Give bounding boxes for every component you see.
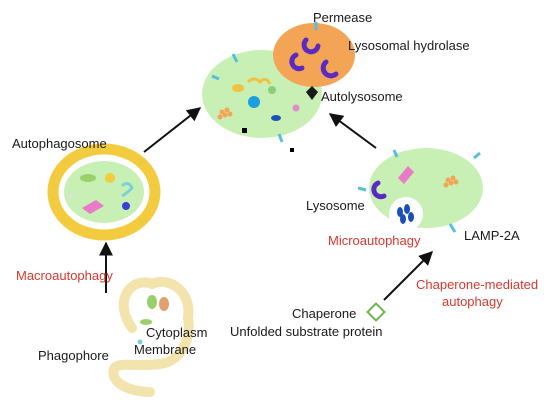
chaperone-label: Chaperone	[292, 306, 356, 321]
hydrolase-icon	[371, 180, 387, 200]
microautophagy-invagination	[389, 197, 423, 231]
cargo-cluster-icon	[217, 107, 233, 120]
cytoplasm-label: Cytoplasm	[146, 325, 207, 340]
lysosome-body	[369, 148, 483, 228]
membrane-label: Membrane	[134, 342, 196, 357]
cargo-icon	[246, 77, 272, 85]
lysosome	[357, 148, 483, 233]
phagophore	[108, 277, 194, 397]
macroautophagy-label: Macroautophagy	[16, 268, 113, 283]
cargo-icon	[232, 84, 244, 92]
cargo-icon	[105, 173, 115, 183]
cargo-icon	[122, 202, 130, 210]
lysosomal-hydrolase-compartment	[273, 23, 355, 87]
hydrolase-icon	[301, 37, 321, 55]
permease-label: Permease	[313, 10, 372, 25]
cargo-icon	[120, 181, 134, 198]
cargo-icon	[159, 297, 169, 311]
autolysosome-label: Autolysosome	[321, 89, 403, 104]
receptor-icon	[231, 53, 239, 63]
lamp2a-receptor-icon	[448, 223, 457, 233]
cargo-icon	[268, 86, 276, 94]
cargo-icon	[306, 86, 318, 100]
hydrolase-icon	[320, 59, 339, 79]
unfolded-substrate-icon	[366, 302, 386, 322]
cargo-icon	[292, 104, 300, 112]
cma-label-line2: autophagy	[442, 294, 503, 309]
cargo-icon	[80, 174, 96, 182]
receptor-icon	[357, 186, 367, 192]
hydrolase-icon	[289, 52, 305, 72]
cargo-icon	[67, 193, 73, 199]
engulfed-cargo-icon	[397, 204, 414, 224]
autophagosome-label: Autophagosome	[12, 136, 107, 151]
arrow-to-autolysosome-right	[328, 113, 377, 149]
unfolded-substrate-label: Unfolded substrate protein	[230, 324, 382, 339]
cargo-icon	[290, 148, 294, 152]
cargo-icon	[248, 96, 260, 108]
cma-label-line1: Chaperone-mediated	[416, 277, 538, 292]
arrow-chaperone-mediated	[383, 251, 433, 301]
phagophore-membrane	[108, 277, 194, 397]
receptor-icon	[277, 133, 284, 143]
cargo-cluster-icon	[443, 175, 459, 188]
receptor-icon	[211, 74, 220, 81]
autophagosome	[47, 143, 161, 241]
cargo-icon	[137, 339, 143, 345]
microautophagy-label: Microautophagy	[328, 233, 421, 248]
autophagosome-lumen	[64, 161, 144, 223]
cargo-icon	[140, 319, 152, 325]
autolysosome	[202, 22, 355, 152]
lysosome-label: Lysosome	[306, 198, 365, 213]
lamp2a-label: LAMP-2A	[464, 228, 520, 243]
cargo-icon	[147, 295, 157, 309]
receptor-icon	[392, 149, 399, 158]
cargo-icon	[398, 166, 414, 184]
cargo-icon	[242, 128, 247, 133]
lysosomal-hydrolase-label: Lysosomal hydrolase	[348, 38, 470, 53]
receptor-icon	[473, 151, 481, 160]
cargo-icon	[271, 115, 281, 121]
phagophore-label: Phagophore	[38, 348, 109, 363]
arrow-to-autolysosome-left	[143, 107, 202, 153]
cargo-icon	[82, 200, 104, 214]
